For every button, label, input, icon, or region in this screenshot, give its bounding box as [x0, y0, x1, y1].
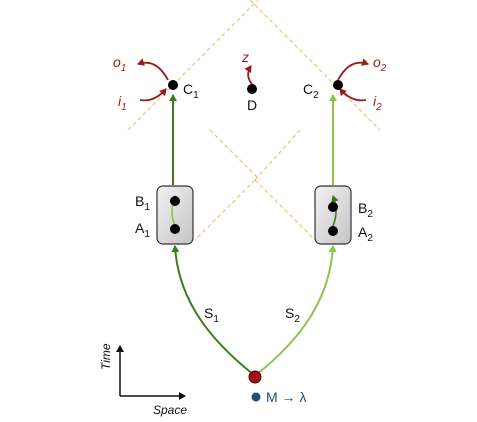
node-d — [247, 84, 257, 94]
legend-text: M → λ — [266, 389, 306, 405]
box-1 — [156, 185, 194, 245]
axis-label-time: Time — [99, 343, 113, 370]
source-node — [248, 370, 262, 384]
box-2 — [314, 185, 352, 245]
label-a1: A1 — [135, 220, 150, 240]
label-c2: C2 — [303, 81, 319, 101]
node-a2 — [328, 226, 338, 236]
arrow-i2 — [339, 88, 367, 102]
label-s2: S2 — [285, 305, 300, 325]
arrow-z — [244, 65, 253, 85]
arrow-o2 — [337, 58, 369, 81]
worldline-s2 — [255, 245, 337, 376]
label-z: z — [241, 49, 249, 65]
label-b2: B2 — [358, 200, 373, 220]
axes — [116, 345, 186, 400]
node-c1 — [168, 80, 178, 90]
node-b2 — [328, 202, 338, 212]
worldline-s1 — [171, 245, 255, 376]
label-a2: A2 — [358, 224, 373, 244]
arrow-i1 — [139, 88, 167, 102]
light-cones — [127, 0, 381, 241]
legend-dot — [251, 392, 261, 402]
label-b1: B1 — [135, 193, 150, 213]
worldline-a2-b2 — [331, 195, 339, 227]
label-i1: i1 — [118, 93, 127, 113]
label-s1: S1 — [204, 305, 219, 325]
label-i2: i2 — [373, 93, 382, 113]
axis-label-space: Space — [153, 403, 187, 417]
label-c1: C1 — [183, 81, 199, 101]
node-c2 — [333, 80, 343, 90]
label-d: D — [247, 97, 257, 113]
label-o2: o2 — [373, 54, 387, 74]
arrow-o1 — [137, 58, 169, 81]
node-a1 — [170, 224, 180, 234]
node-b1 — [170, 196, 180, 206]
label-o1: o1 — [113, 54, 126, 74]
